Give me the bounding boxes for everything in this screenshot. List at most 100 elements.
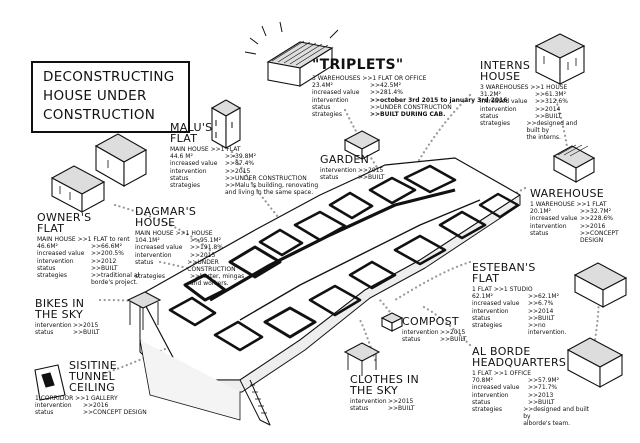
malu-flat-row-value: >>2015 — [225, 167, 251, 175]
alborde-headquarters-icon — [566, 337, 624, 388]
dagmar-house-row-key: intervention — [135, 251, 172, 259]
compost-icon — [380, 312, 404, 332]
bikes-sky-block: BIKES IN THE SKY intervention>>2015 stat… — [35, 298, 125, 336]
warehouse-row-value: >>2016 — [580, 222, 606, 230]
compost-row-key: intervention — [402, 329, 439, 336]
dagmar-house-row-value: >>UNDER CONSTRUCTION — [187, 258, 236, 274]
sisitine-tunnel-row-key: intervention — [35, 402, 72, 410]
garden-row-key: status — [320, 174, 339, 182]
triplets-row-value: >>october 3rd 2015 to january 3rd 2016 — [370, 96, 508, 104]
owner-flat-block: OWNER'S FLAT MAIN HOUSE >>1 FLAT to rent… — [37, 212, 157, 286]
malu-flat-row-key: intervention — [170, 167, 207, 175]
esteban-flat-row-key: increased value — [472, 300, 520, 308]
building-sketches — [34, 21, 628, 401]
warehouse-block: WAREHOUSE 1 WAREHOUSE >>1 FLAT 20.1M²>>3… — [530, 188, 634, 244]
floor-plan — [139, 157, 521, 426]
interns-house-block: INTERNS HOUSE 3 WAREHOUSES >>1 HOUSE 31.… — [480, 60, 590, 142]
clothes-sky-row-value: >>2015 — [388, 398, 414, 405]
dagmar-house-name: DAGMAR'S HOUSE — [135, 205, 197, 229]
malu-flat-row-key: strategies — [170, 182, 200, 190]
malu-flat-name: MALU'S FLAT — [170, 121, 213, 145]
owner-flat-row-key: strategies — [37, 272, 67, 280]
sisitine-tunnel-row-key: status — [35, 409, 54, 417]
malu-flat-row-key: increased value — [170, 160, 218, 168]
warehouse-row-key: intervention — [530, 222, 567, 230]
triplets-row-value: >>BUILT DURING CAB. — [370, 111, 446, 119]
owner-flat-name: OWNER'S FLAT — [37, 211, 92, 235]
compost-row-key: status — [402, 336, 421, 344]
interns-house-sub: 3 WAREHOUSES >>1 HOUSE — [480, 84, 568, 91]
esteban-flat-block: ESTEBAN'S FLAT 1 FLAT >>1 STUDIO 62.1M²>… — [472, 262, 582, 336]
sisitine-tunnel-block: SISITINE TUNNEL CEILING 1 CORRIDOR >>1 G… — [35, 360, 155, 417]
dagmar-house-area-value: >>95.1M² — [190, 237, 221, 245]
esteban-flat-icon — [573, 262, 628, 308]
interns-house-row-key: status — [480, 112, 499, 120]
garden-row-value: >>BUILT — [358, 174, 385, 182]
warehouse-sub: 1 WAREHOUSE >>1 FLAT — [530, 201, 607, 208]
interns-house-name: INTERNS HOUSE — [480, 59, 531, 83]
triplets-sub: 3 WAREHOUSES >>1 FLAT OR OFFICE — [312, 75, 427, 82]
dagmar-house-block: DAGMAR'S HOUSE MAIN HOUSE >>1 HOUSE 104.… — [135, 206, 265, 288]
malu-flat-area-value: >>39.8M² — [225, 153, 256, 161]
owner-flat-row-key: increased value — [37, 250, 85, 258]
dagmar-house-row-value: >>2015 — [190, 251, 216, 259]
clothes-sky-icon — [343, 342, 381, 376]
garden-block: GARDEN intervention>>2015 status>>BUILT — [320, 154, 400, 181]
alborde-headquarters-row-value: >>designed and built by alborde's team. — [523, 406, 590, 428]
clothes-sky-row-key: intervention — [350, 398, 387, 405]
garden-name: GARDEN — [320, 153, 370, 166]
alborde-headquarters-name: AL BORDE HEADQUARTERS — [472, 345, 567, 369]
clothes-sky-row-key: status — [350, 405, 369, 413]
esteban-flat-sub: 1 FLAT >>1 STUDIO — [472, 286, 533, 293]
owner-flat-row-key: intervention — [37, 257, 74, 265]
triplets-row-value: >>281.4% — [370, 89, 403, 97]
alborde-headquarters-row-value: >>2013 — [528, 391, 554, 399]
alborde-headquarters-row-key: status — [472, 398, 491, 406]
esteban-flat-row-value: >>2014 — [528, 307, 554, 315]
interns-house-row-value: >>2014 — [535, 105, 561, 113]
warehouse-row-value: >>228.6% — [580, 215, 613, 223]
alborde-headquarters-row-key: strategies — [472, 406, 502, 414]
owner-flat-row-value: >>BUILT — [91, 264, 118, 272]
alborde-headquarters-block: AL BORDE HEADQUARTERS 1 FLAT >>1 OFFICE … — [472, 346, 592, 428]
triplets-row-key: status — [312, 103, 331, 111]
esteban-flat-row-value: >>BUILT — [528, 314, 555, 322]
malu-flat-row-value: >>Malu is building, renovating and livin… — [225, 182, 319, 197]
bikes-sky-name: BIKES IN THE SKY — [35, 297, 85, 321]
sisitine-tunnel-sub: 1 CORRIDOR >>1 GALLERY — [35, 395, 118, 402]
interns-house-row-value: >>312.6% — [535, 98, 568, 106]
interns-house-row-key: increased value — [480, 98, 528, 106]
esteban-flat-row-key: strategies — [472, 322, 502, 330]
bikes-sky-row-value: >>BUILT — [73, 329, 100, 337]
page-title: DECONSTRUCTING HOUSE UNDER CONSTRUCTION — [43, 69, 175, 123]
dagmar-house-sub: MAIN HOUSE >>1 HOUSE — [135, 230, 213, 237]
dagmar-house-row-value: >>barter, mingas and workers. — [190, 273, 245, 288]
garden-row-key: intervention — [320, 167, 357, 174]
alborde-headquarters-area-value: >>57.9M² — [528, 377, 559, 385]
bikes-sky-row-key: status — [35, 329, 54, 337]
warehouse-row-key: increased value — [530, 215, 578, 223]
warehouse-area: 20.1M² — [530, 208, 551, 216]
compost-block: COMPOST intervention>>2015 status>>BUILT — [402, 316, 482, 343]
dagmar-house-row-key: status — [135, 258, 154, 266]
compost-row-value: >>2015 — [440, 329, 466, 336]
malu-flat-icon — [210, 99, 242, 149]
esteban-flat-row-value: >>no intervention. — [528, 322, 567, 337]
bikes-sky-row-value: >>2015 — [73, 322, 99, 329]
triplets-row-key: strategies — [312, 111, 342, 119]
triplets-area-value: >>42.5M² — [370, 82, 401, 90]
interns-house-row-key: intervention — [480, 105, 517, 113]
interns-house-area-value: >>61.3M² — [535, 91, 566, 99]
malu-flat-sub: MAIN HOUSE >>1 FLAT — [170, 146, 241, 153]
alborde-headquarters-sub: 1 FLAT >>1 OFFICE — [472, 370, 532, 377]
garden-icon — [343, 130, 381, 160]
clothes-sky-row-value: >>BUILT — [388, 405, 415, 413]
triplets-block: "TRIPLETS" 3 WAREHOUSES >>1 FLAT OR OFFI… — [312, 58, 522, 119]
malu-flat-block: MALU'S FLAT MAIN HOUSE >>1 FLAT 44.6 M²>… — [170, 122, 320, 196]
clothes-sky-block: CLOTHES IN THE SKY intervention>>2015 st… — [350, 374, 450, 412]
warehouse-row-value: >>CONCEPT DESIGN — [580, 229, 619, 245]
triplets-row-value: >>UNDER CONSTRUCTION — [370, 103, 452, 111]
owner-flat-row-value: >>traditional al borde's project. — [91, 272, 140, 287]
esteban-flat-row-key: status — [472, 314, 491, 322]
